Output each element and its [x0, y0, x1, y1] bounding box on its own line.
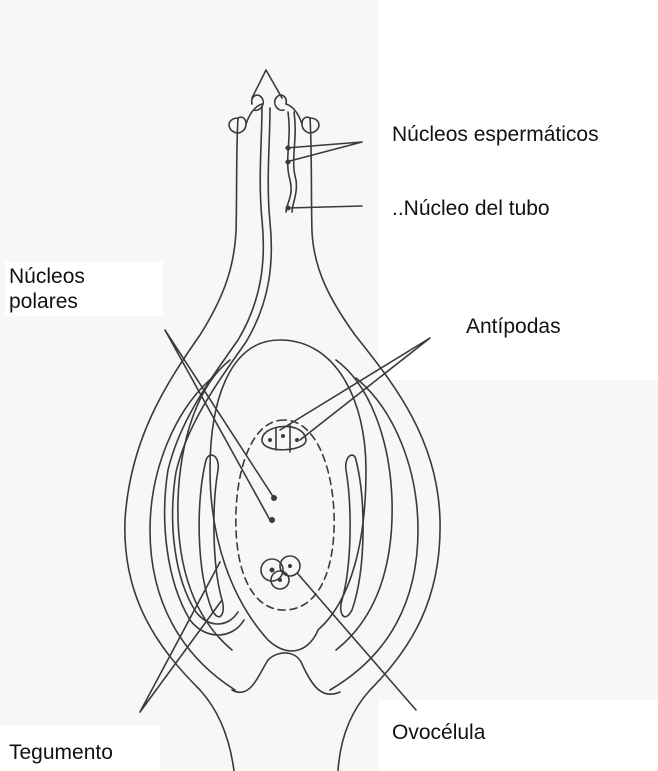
- pollen-tube-outer: [165, 106, 264, 635]
- synergid-nucleus-1: [288, 564, 292, 568]
- label-tegumento: Tegumento: [5, 738, 117, 767]
- pointer-polares: [165, 330, 274, 520]
- label-ovocelula: Ovocélula: [388, 718, 489, 747]
- antipodal-cluster: [262, 426, 306, 449]
- synergid-nucleus-2: [278, 578, 282, 582]
- micropyle-base: [232, 653, 340, 694]
- antipodal-nucleus-2: [281, 434, 285, 438]
- sperm-nucleus-2: [286, 160, 291, 165]
- label-nucleo-del-tubo: ..Núcleo del tubo: [388, 194, 554, 223]
- stigma-tip-right: [275, 95, 287, 110]
- egg-nucleus: [270, 568, 275, 573]
- sperm-tube-inner: [292, 112, 296, 212]
- label-nucleos-espermaticos: Núcleos espermáticos: [388, 120, 603, 149]
- label-nucleos-polares-line2: polares: [9, 289, 159, 314]
- polar-nucleus-2: [269, 517, 275, 523]
- label-nucleos-polares-line1: Núcleos: [9, 264, 159, 289]
- nucellus-wall: [210, 340, 366, 651]
- antipodal-nucleus-1: [268, 438, 272, 442]
- left-pocket: [199, 455, 223, 617]
- pointer-tubo: [288, 206, 362, 208]
- embryo-sac: [236, 420, 334, 610]
- label-antipodas: Antípodas: [462, 312, 565, 341]
- ovary-outline-left: [125, 118, 238, 771]
- sperm-nucleus-1: [286, 146, 291, 151]
- pointer-stigma: [252, 70, 282, 98]
- pointer-espermaticos: [286, 142, 362, 162]
- antipodal-nucleus-3: [295, 438, 299, 442]
- tube-nucleus: [286, 206, 291, 211]
- label-nucleos-polares: Núcleos polares: [5, 262, 163, 316]
- right-pocket: [341, 455, 363, 617]
- polar-nucleus-1: [271, 495, 277, 501]
